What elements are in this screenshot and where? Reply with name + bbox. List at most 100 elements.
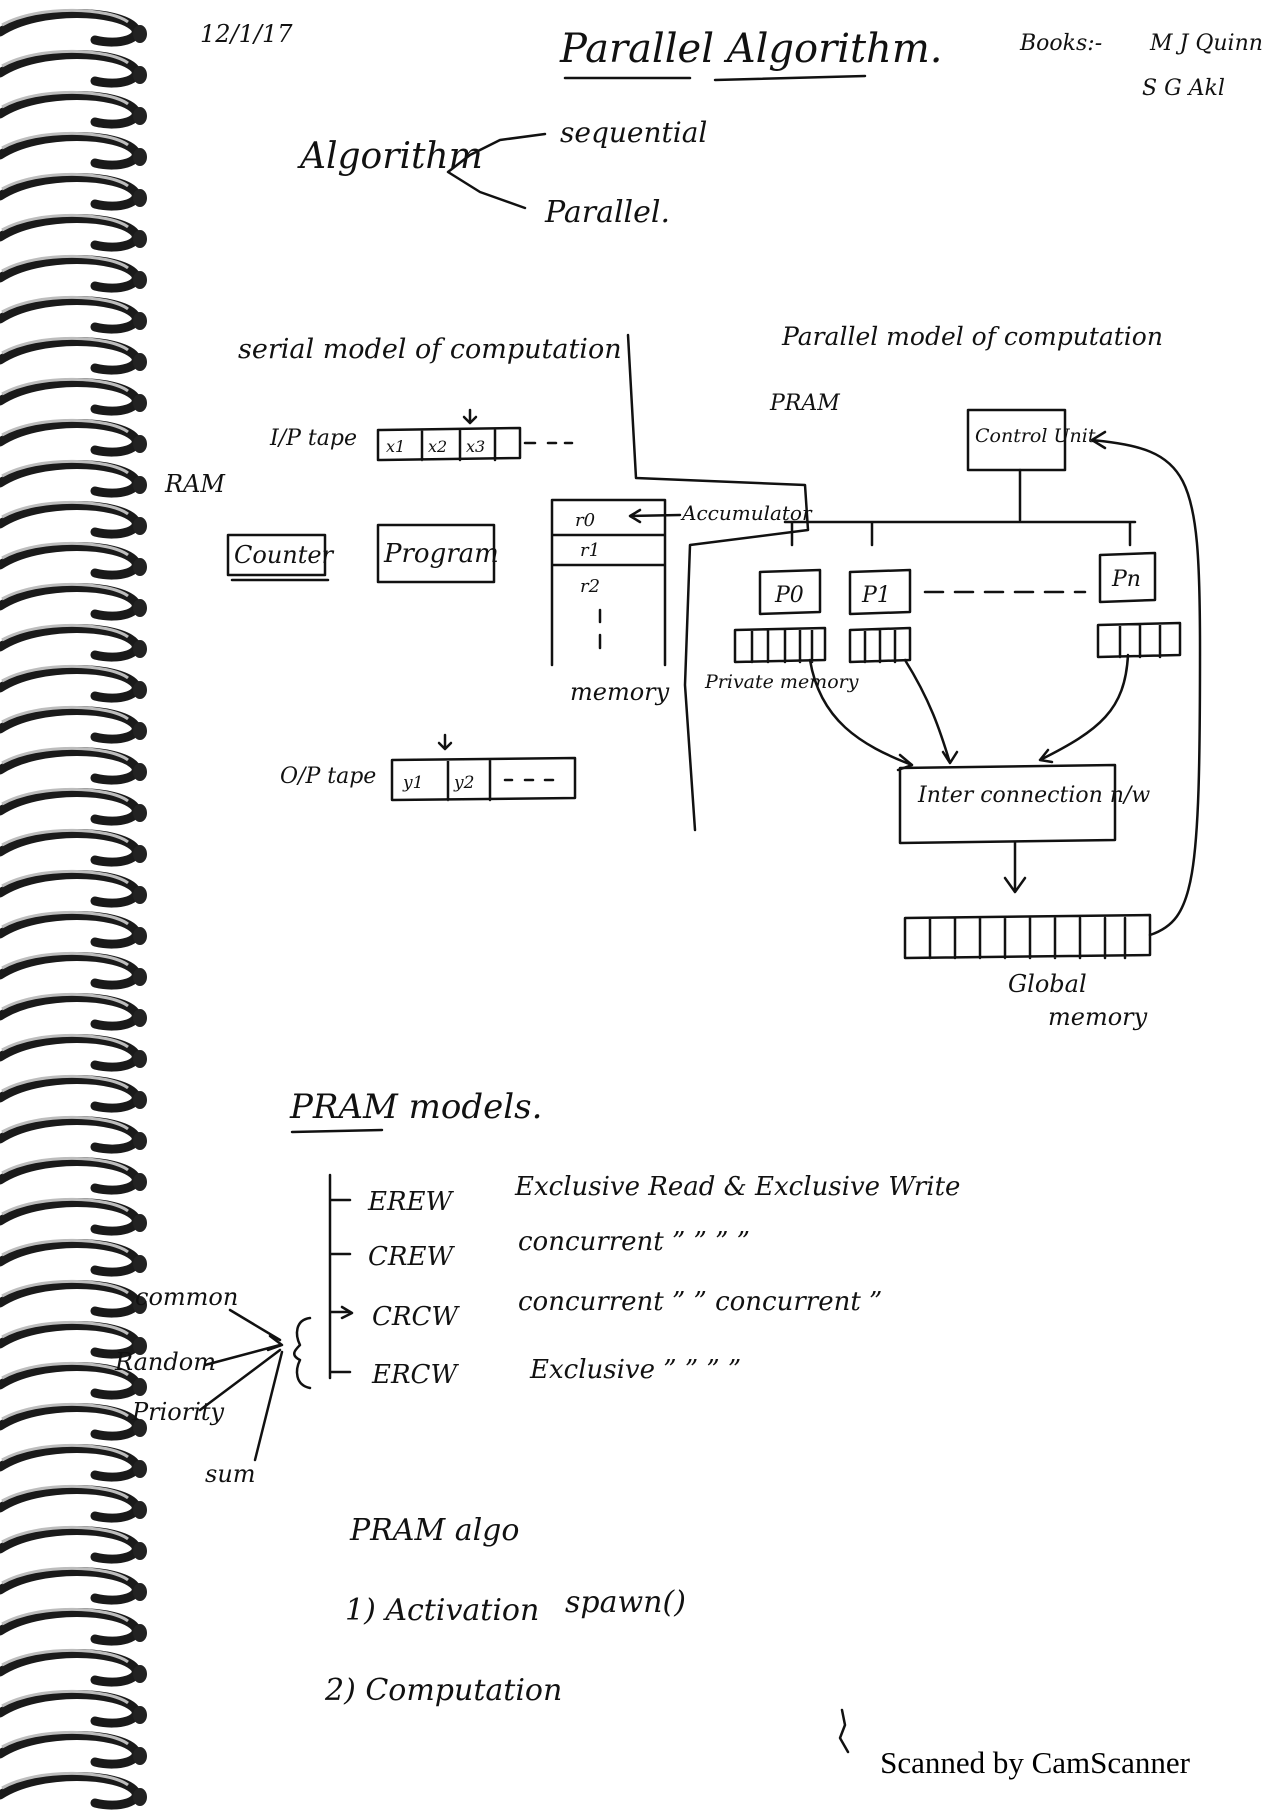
spiral-ring-highlight [1,459,129,478]
binding-hole [133,1542,147,1560]
binding-hole [133,804,147,822]
binding-hole [133,1665,147,1683]
binding-hole [133,1214,147,1232]
page-title: Parallel Algorithm. [559,26,942,72]
spiral-ring-highlight [1,1648,129,1667]
binding-hole [133,312,147,330]
spiral-ring-highlight [1,541,129,560]
binding-hole [133,886,147,904]
spiral-ring-highlight [1,1607,129,1626]
binding-hole [133,1501,147,1519]
model-crew-desc: concurrent ” ” ” ” [518,1227,750,1257]
model-ercw-desc: Exclusive ” ” ” ” [529,1355,741,1385]
binding-hole [133,1132,147,1150]
model-divider [626,333,810,832]
binding-hole [133,640,147,658]
spiral-ring-highlight [1,172,129,191]
output-head-arrow [437,733,453,751]
spiral-ring-highlight [1,131,129,150]
binding-hole [133,353,147,371]
spiral-ring-highlight [1,1115,129,1134]
feedback-loop [1090,430,1202,937]
spiral-ring-highlight [1,418,129,437]
binding-hole [133,1747,147,1765]
binding-hole [133,1255,147,1273]
spiral-ring-highlight [1,1197,129,1216]
ram-label: RAM [164,470,226,498]
global-memory-label-1: Global [1008,970,1087,998]
binding-hole [133,927,147,945]
branch-parallel: Parallel. [544,195,670,230]
input-cell-3: x3 [466,437,485,456]
model-erew: EREW [367,1187,455,1217]
spiral-ring-highlight [1,951,129,970]
binding-hole [133,148,147,166]
processor-p1-label: P1 [861,583,891,608]
binding-hole [133,1173,147,1191]
binding-hole [133,1419,147,1437]
pram-models-title: PRAM models. [289,1087,542,1127]
binding-hole [133,845,147,863]
binding-hole [133,558,147,576]
global-memory-label-2: memory [1048,1003,1148,1031]
variant-random: Random [114,1348,216,1376]
book-1: M J Quinn [1149,31,1263,56]
control-unit-box [966,408,1067,472]
spiral-ring-highlight [1,705,129,724]
binding-hole [133,66,147,84]
binding-hole [133,1583,147,1601]
binding-hole [133,1296,147,1314]
spiral-ring-highlight [1,828,129,847]
memory-column [550,498,667,667]
spiral-ring-highlight [1,90,129,109]
binding-hole [133,681,147,699]
book-2: S G Akl [1142,76,1225,101]
processor-p0-label: P0 [774,583,804,608]
spiral-ring-highlight [1,1238,129,1257]
memory-label: memory [570,678,670,706]
spiral-ring-highlight [1,1689,129,1708]
binding-hole [133,1009,147,1027]
output-tape [390,756,577,802]
serial-model-title: serial model of computation [238,334,622,365]
books-label: Books:- [1019,31,1102,56]
variant-arrows [198,1308,284,1462]
spiral-ring-highlight [1,1361,129,1380]
spiral-ring-highlight [1,1156,129,1175]
binding-hole [133,25,147,43]
variant-common: common [135,1283,238,1311]
spiral-ring-highlight [1,746,129,765]
models-bracket [328,1173,354,1380]
spiral-ring-highlight [1,254,129,273]
binding-hole [133,271,147,289]
date: 12/1/17 [200,20,293,48]
spiral-ring-highlight [1,1320,129,1339]
spiral-ring-highlight [1,213,129,232]
spiral-ring-highlight [1,787,129,806]
pram-algo-title: PRAM algo [349,1513,519,1548]
spiral-ring-highlight [1,992,129,1011]
binding-hole [133,968,147,986]
program-box [376,523,496,584]
spiral-ring-highlight [1,1443,129,1462]
binding-hole [133,722,147,740]
processor-p1 [848,568,912,616]
binding-hole [133,476,147,494]
binding-hole [133,230,147,248]
binding-hole [133,763,147,781]
spiral-ring-highlight [1,1402,129,1421]
spiral-binding [0,8,147,1810]
input-head-arrow [462,408,478,425]
binding-hole [133,1706,147,1724]
memory-cell-r2: r2 [580,576,600,597]
program-label: Program [383,539,499,569]
binding-hole [133,1337,147,1355]
spiral-ring-highlight [1,49,129,68]
binding-hole [133,1091,147,1109]
memory-cell-r1: r1 [580,540,600,561]
spiral-ring-highlight [1,1771,129,1790]
spiral-ring-highlight [1,1279,129,1298]
control-unit-label: Control Unit [975,425,1096,447]
spiral-ring-highlight [1,1074,129,1093]
